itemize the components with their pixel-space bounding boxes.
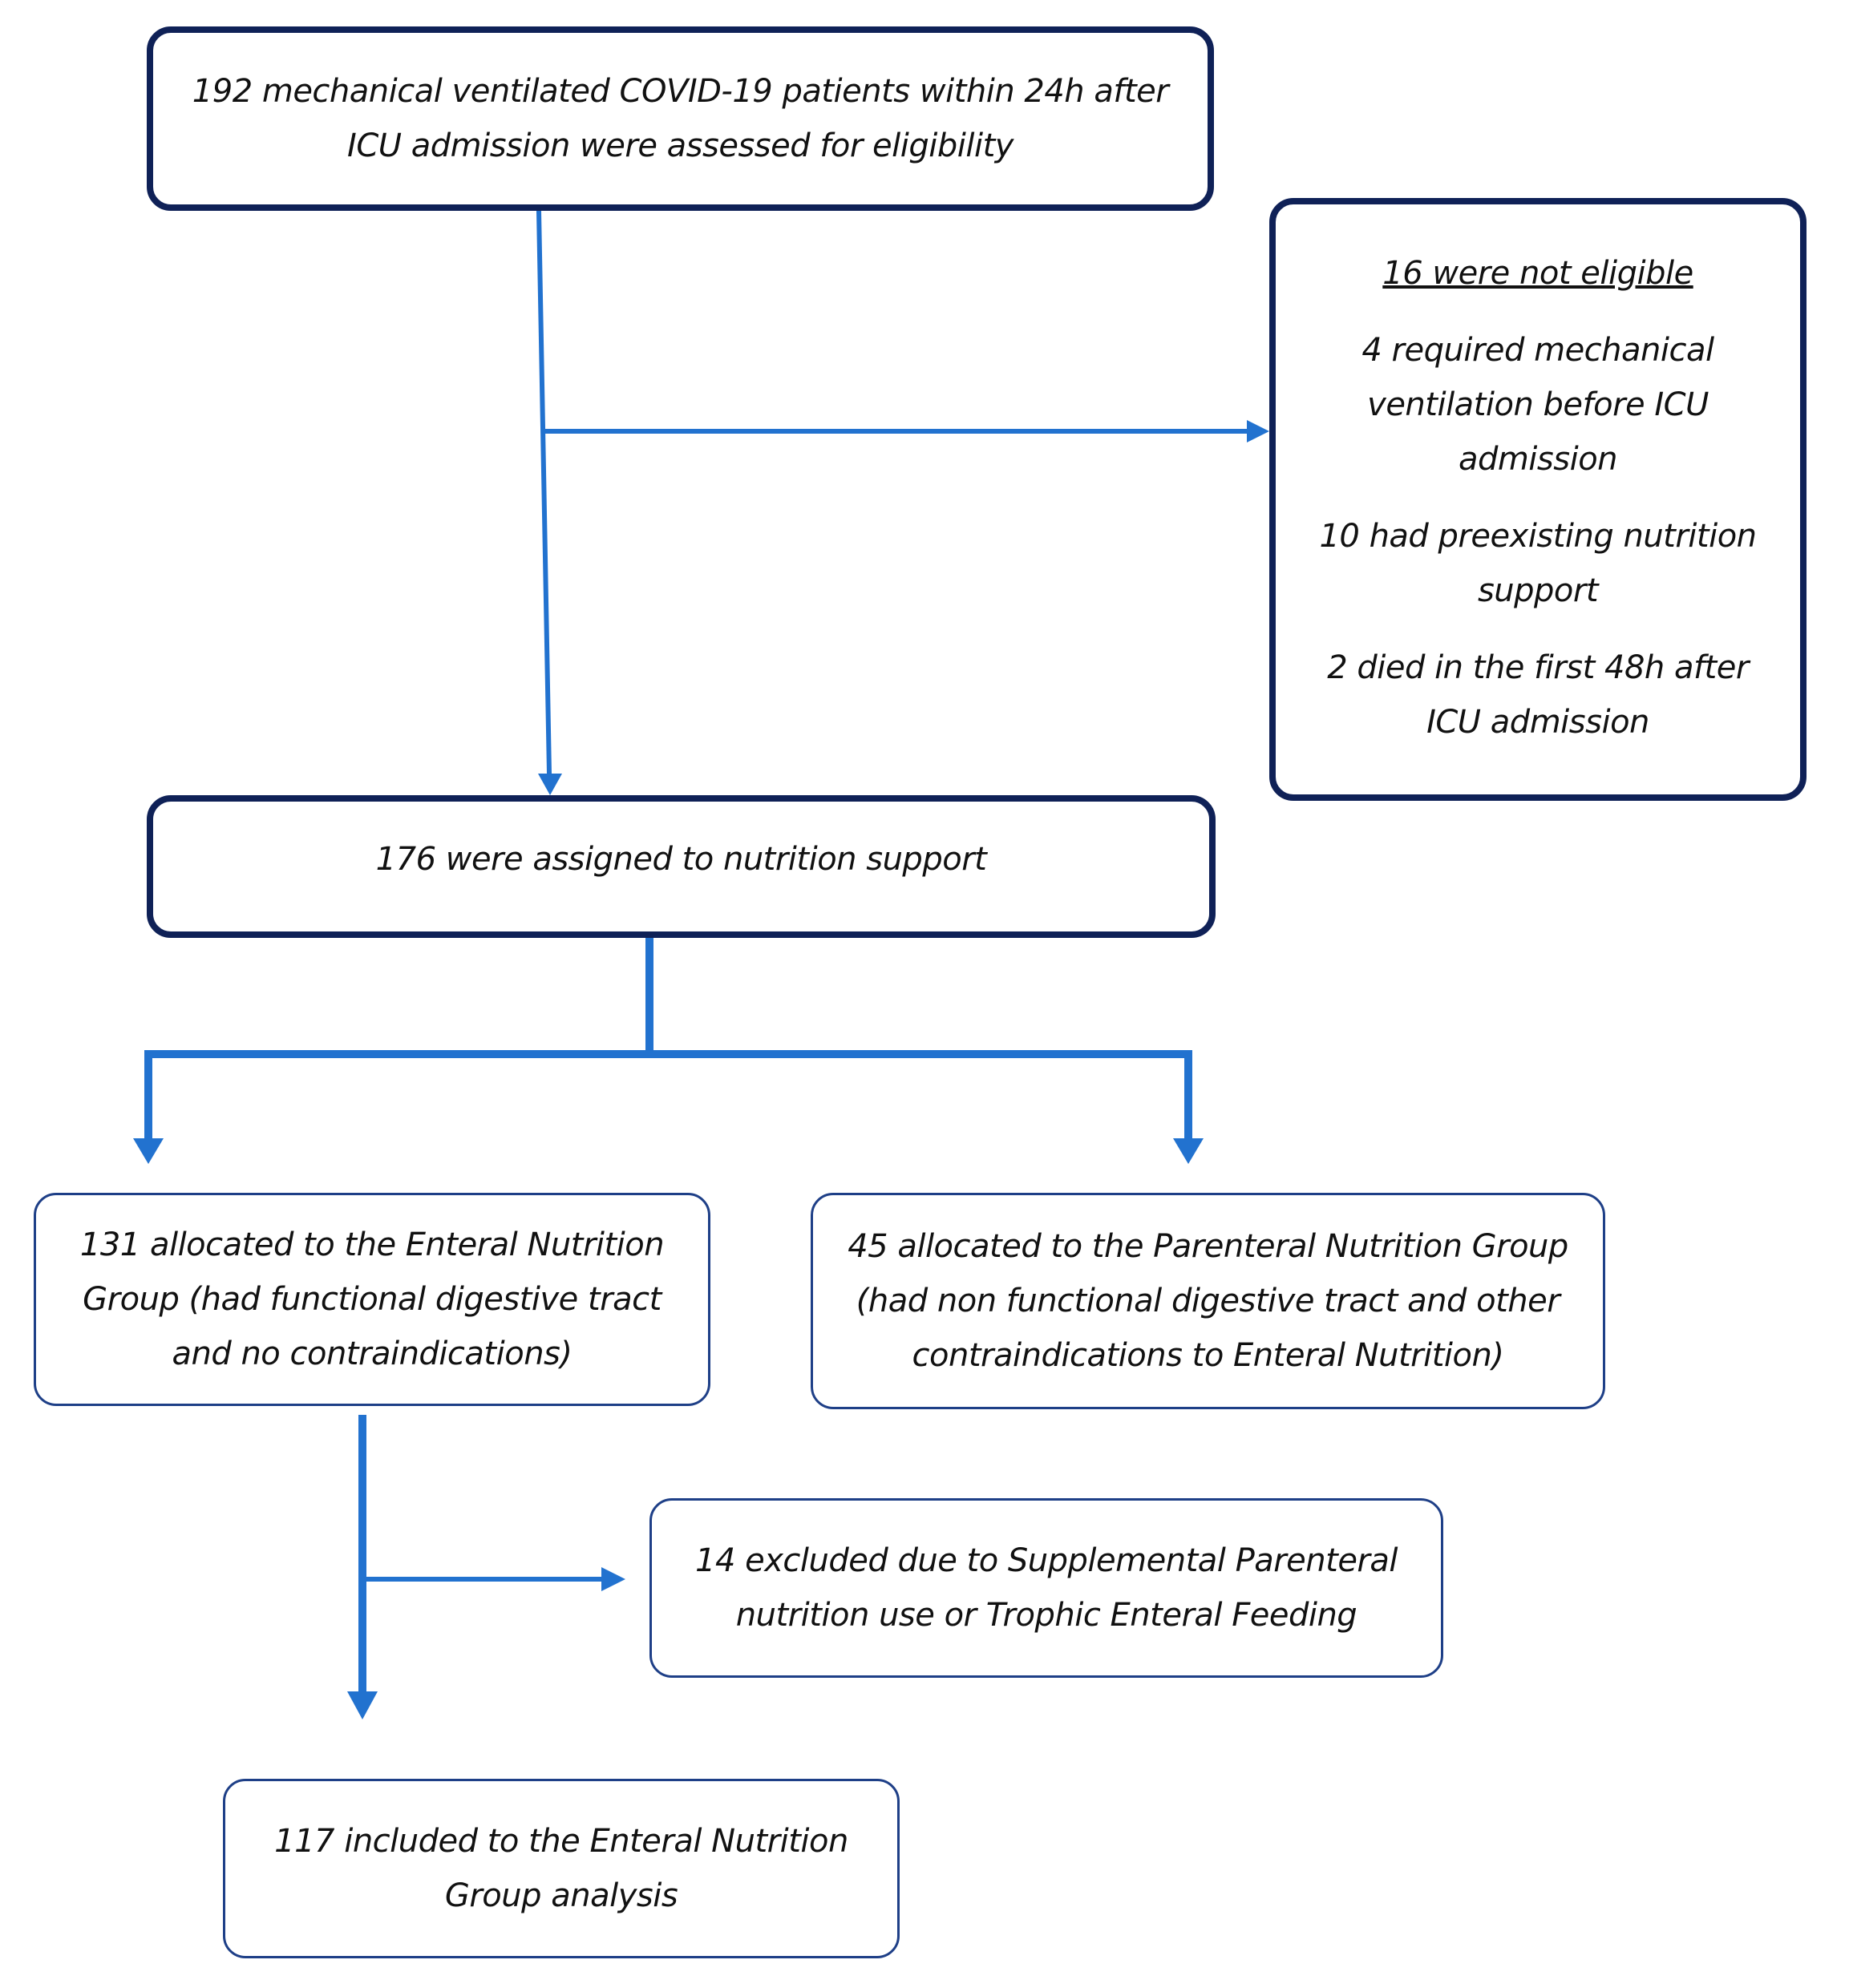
not-eligible-item-1-line-2: ventilation before ICU [1367,386,1709,423]
included-line-1: 117 included to the Enteral Nutrition [274,1823,848,1860]
assigned-box: 176 were assigned to nutrition support [147,795,1216,938]
assessed-line-2: ICU admission were assessed for eligibil… [347,127,1014,164]
not-eligible-item-2-line-1: 10 had preexisting nutrition [1319,518,1757,555]
parenteral-group-line-3: contraindications to Enteral Nutrition) [912,1337,1504,1374]
not-eligible-item: 4 required mechanical ventilation before… [1361,323,1714,487]
connector-split-bar [144,1050,1192,1138]
not-eligible-item: 2 died in the first 48h after ICU admiss… [1327,640,1749,750]
not-eligible-box: 16 were not eligible 4 required mechanic… [1269,198,1807,801]
included-box: 117 included to the Enteral Nutrition Gr… [223,1779,900,1958]
arrowhead-enteral-group [133,1138,164,1164]
excluded-line-2: nutrition use or Trophic Enteral Feeding [735,1597,1357,1634]
assessed-line-1: 192 mechanical ventilated COVID-19 patie… [192,73,1169,110]
connector-assessed-to-assigned [536,210,552,774]
enteral-group-line-3: and no contraindications) [172,1335,573,1372]
enteral-group-line-1: 131 allocated to the Enteral Nutrition [79,1226,665,1263]
not-eligible-item-3-line-1: 2 died in the first 48h after [1327,649,1749,686]
not-eligible-heading: 16 were not eligible [1382,255,1693,292]
parenteral-group-line-2: (had non functional digestive tract and … [856,1283,1560,1319]
enteral-group-line-2: Group (had functional digestive tract [83,1281,662,1318]
not-eligible-item-2-line-2: support [1477,572,1599,609]
arrowhead-excluded [601,1567,625,1591]
enteral-group-box: 131 allocated to the Enteral Nutrition G… [34,1193,710,1406]
assigned-line-1: 176 were assigned to nutrition support [375,841,987,878]
parenteral-group-box: 45 allocated to the Parenteral Nutrition… [811,1193,1605,1409]
arrowhead-included [347,1691,378,1719]
excluded-line-1: 14 excluded due to Supplemental Parenter… [695,1542,1398,1579]
included-line-2: Group analysis [444,1877,678,1914]
arrowhead-not-eligible [1247,420,1269,442]
arrowhead-parenteral-group [1173,1138,1204,1164]
not-eligible-item-3-line-2: ICU admission [1426,704,1649,741]
parenteral-group-line-1: 45 allocated to the Parenteral Nutrition… [848,1228,1568,1265]
not-eligible-item: 10 had preexisting nutrition support [1319,509,1757,618]
arrowhead-assigned [538,774,562,795]
excluded-box: 14 excluded due to Supplemental Parenter… [649,1498,1443,1678]
not-eligible-item-1-line-3: admission [1458,441,1618,478]
assessed-box: 192 mechanical ventilated COVID-19 patie… [147,26,1214,211]
not-eligible-item-1-line-1: 4 required mechanical [1361,332,1714,369]
